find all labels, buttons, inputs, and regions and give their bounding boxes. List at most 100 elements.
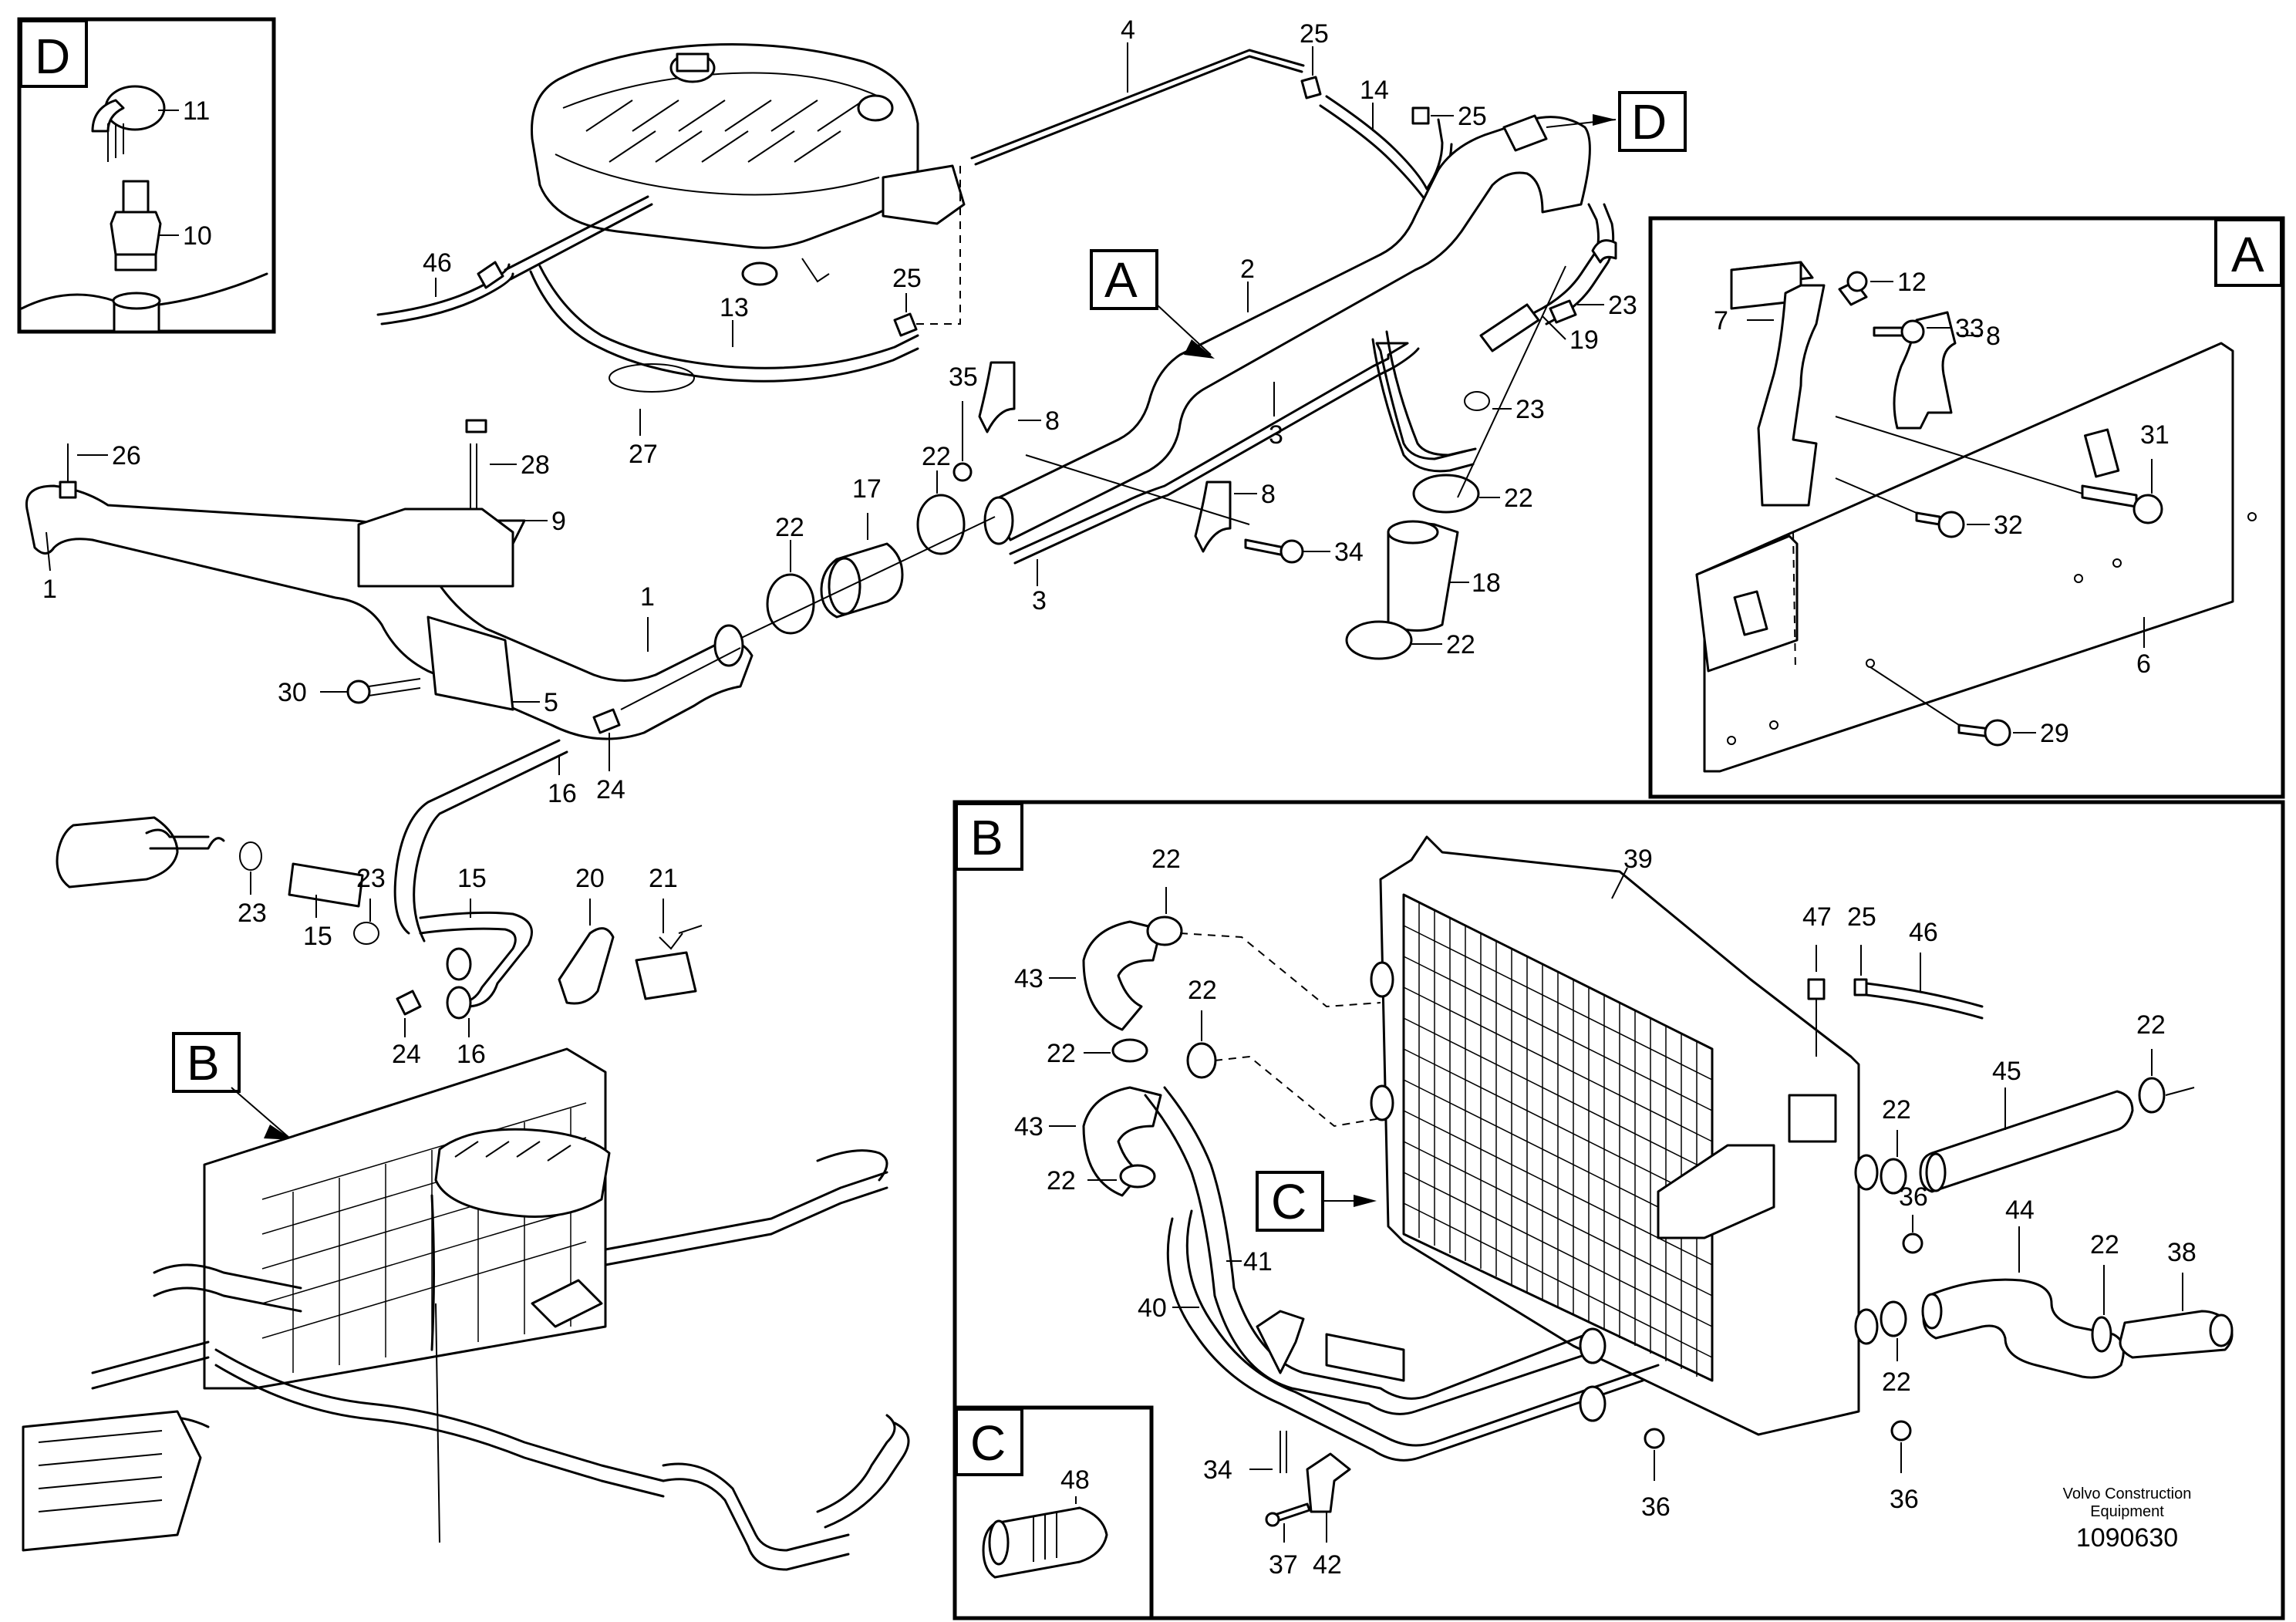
hose-19	[1479, 303, 1540, 352]
label-22-b6: 22	[1882, 1095, 1911, 1125]
hose-20	[558, 927, 615, 1005]
label-18: 18	[1472, 568, 1501, 598]
label-24-lower: 24	[392, 1040, 421, 1069]
label-23-left-b: 23	[356, 864, 386, 893]
pipe-41	[1144, 1086, 1598, 1415]
label-25-top: 25	[1300, 19, 1329, 49]
clamp-22-b7	[1880, 1300, 1907, 1337]
label-22-b7: 22	[1882, 1367, 1911, 1397]
bracket-42	[1306, 1452, 1351, 1513]
label-8-a: 8	[1045, 406, 1060, 436]
label-10: 10	[183, 221, 212, 251]
detail-d-panel: D 11 10	[17, 17, 276, 334]
clamp-23-upper	[1549, 299, 1577, 324]
tag-a-letter: A	[1104, 252, 1138, 308]
clamp-22-b1	[1146, 916, 1183, 946]
label-22-b3: 22	[1188, 976, 1217, 1005]
label-26: 26	[112, 441, 141, 470]
nut-36-right	[1890, 1420, 1912, 1442]
detail-b-panel: B	[952, 800, 2285, 1620]
label-8-c: 8	[1986, 322, 2001, 351]
label-29: 29	[2040, 719, 2069, 748]
label-45: 45	[1992, 1057, 2021, 1086]
label-2: 2	[1240, 255, 1255, 284]
bolt-33	[1873, 326, 1907, 337]
bracket-8-detail	[1893, 311, 1957, 430]
hose-13	[538, 265, 919, 369]
label-23-mid: 23	[1515, 395, 1545, 424]
bolt-28	[465, 419, 487, 433]
hose-46-b	[1865, 982, 1984, 1020]
label-14: 14	[1360, 76, 1389, 105]
label-46-top: 46	[423, 248, 452, 278]
temperature-sensor-drawing	[20, 85, 268, 333]
clamp-22-b	[1345, 620, 1413, 660]
clamp-25-b	[1853, 978, 1868, 996]
hose-15-left	[288, 862, 364, 908]
detail-b-frame	[952, 800, 2285, 1620]
clamp-22-b6	[1880, 1158, 1907, 1195]
clamp-21	[635, 951, 697, 1000]
label-8-b: 8	[1261, 480, 1276, 509]
clamp-25-mid	[893, 312, 918, 337]
bracket-8-b	[1194, 481, 1232, 553]
label-3-lower: 3	[1032, 586, 1047, 615]
pipe-3	[1009, 342, 1467, 555]
hose-45	[1919, 1090, 2134, 1193]
hose-44	[1922, 1278, 2125, 1379]
tag-a	[1090, 249, 1158, 310]
plug-26	[59, 481, 77, 499]
clamp-24-upper	[592, 708, 621, 734]
nut-36-left	[1644, 1428, 1665, 1449]
label-1-left: 1	[42, 575, 57, 604]
detail-c-tag: C	[970, 1415, 1006, 1471]
bolt-34-b	[1279, 1431, 1287, 1473]
label-9: 9	[551, 507, 566, 536]
clamp-23-left-b	[353, 922, 379, 945]
hose-16-upper	[393, 739, 568, 943]
label-47: 47	[1802, 902, 1832, 932]
tag-b-letter: B	[187, 1035, 220, 1091]
detail-d-tag: D	[35, 29, 70, 84]
clamp-22-b5	[2138, 1077, 2166, 1114]
label-33: 33	[1955, 314, 1984, 343]
cooling-assembly-overview	[22, 1047, 910, 1571]
nut-36-upper	[1902, 1233, 1923, 1254]
label-16-upper: 16	[548, 779, 577, 808]
fitting-47	[1807, 978, 1826, 1000]
drawing-number: 1090630	[2076, 1523, 2178, 1553]
label-28: 28	[521, 450, 550, 480]
label-22-b: 22	[1446, 630, 1475, 659]
label-4: 4	[1121, 15, 1135, 45]
pipe-2	[990, 116, 1591, 541]
detail-c-frame	[952, 1405, 1154, 1620]
label-22-b2: 22	[1047, 1039, 1076, 1068]
label-32: 32	[1994, 511, 2023, 540]
label-35: 35	[949, 363, 978, 392]
clamp-24-lower	[396, 990, 422, 1016]
temperature-sensor-location	[1502, 114, 1548, 152]
label-17: 17	[852, 474, 882, 504]
clamp-25-upper-right	[1411, 106, 1430, 125]
label-39: 39	[1623, 845, 1653, 874]
label-36-upper: 36	[1899, 1182, 1928, 1212]
label-25-b: 25	[1847, 902, 1876, 932]
label-23-upper: 23	[1608, 291, 1637, 320]
hose-4	[970, 49, 1305, 160]
label-44: 44	[2005, 1195, 2035, 1225]
label-5: 5	[544, 688, 558, 717]
label-11: 11	[183, 96, 210, 126]
washer-35	[952, 462, 973, 482]
detail-a-frame	[1648, 216, 2285, 799]
label-37: 37	[1269, 1550, 1298, 1580]
bracket-8-a	[978, 361, 1016, 433]
label-42: 42	[1313, 1550, 1342, 1580]
footer-brand-line2: Equipment	[2090, 1503, 2164, 1520]
label-15-right: 15	[457, 864, 487, 893]
tag-d	[1618, 91, 1687, 152]
label-12: 12	[1897, 268, 1927, 297]
label-41: 41	[1243, 1247, 1273, 1276]
hose-46-top	[376, 263, 511, 316]
label-43-lower: 43	[1014, 1112, 1043, 1141]
